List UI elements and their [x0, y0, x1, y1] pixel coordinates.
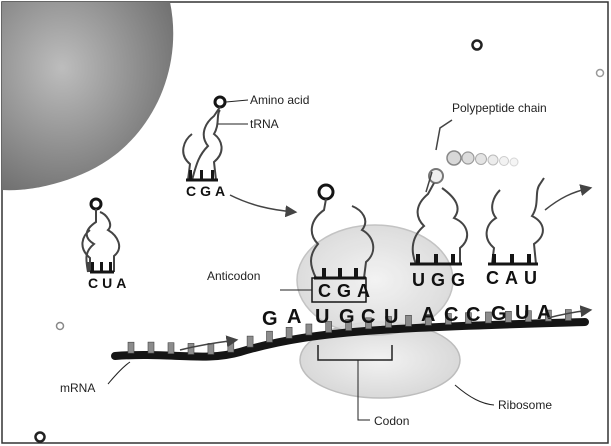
mrna-base: U [515, 302, 529, 324]
trna-tick [91, 262, 94, 272]
mrna-base-tick [188, 343, 194, 354]
trna-anticodon: CUA [88, 275, 130, 291]
mrna-base: A [537, 302, 551, 324]
trna-tick [322, 268, 326, 278]
chain-bead [447, 151, 461, 165]
trna-tick [492, 254, 496, 264]
trna-tick [354, 268, 358, 278]
mrna-base-tick [406, 315, 412, 326]
mrna-base: G [262, 308, 278, 330]
mrna-base: A [287, 306, 301, 328]
trna-tick [451, 254, 455, 264]
mrna-base-tick [148, 342, 154, 353]
trna-tick [338, 268, 342, 278]
mrna-base: U [384, 306, 398, 328]
trna-anticodon: UGG [412, 270, 471, 290]
trna-tick [211, 170, 214, 180]
mrna-base: C [361, 306, 375, 328]
mrna-base-tick [128, 342, 134, 353]
mrna-base-tick [228, 341, 234, 352]
trna-anticodon: CGA [318, 281, 376, 301]
trna-anticodon: CAU [486, 268, 543, 288]
mrna-base: G [339, 306, 355, 328]
mrna-base-tick [168, 343, 174, 354]
label-mrna: mRNA [60, 381, 95, 395]
trna-tick [416, 254, 420, 264]
mrna-base: U [315, 306, 329, 328]
chain-bead [476, 154, 487, 165]
trna-tick [109, 262, 112, 272]
label-ribosome: Ribosome [498, 398, 552, 412]
label-amino-acid: Amino acid [250, 93, 309, 107]
mrna-base-tick [208, 343, 214, 354]
label-trna: tRNA [250, 117, 279, 131]
chain-bead [510, 158, 518, 166]
trna-tick [200, 170, 203, 180]
trna-tick [434, 254, 438, 264]
mrna-base: C [444, 304, 458, 326]
mrna-base-tick [286, 327, 292, 338]
chain-bead [500, 157, 509, 166]
mrna-base-tick [247, 336, 253, 347]
label-codon: Codon [374, 414, 409, 428]
mrna-base-tick [306, 324, 312, 335]
trna-tick [100, 262, 103, 272]
chain-bead [462, 152, 474, 164]
mrna-base: G [491, 303, 507, 325]
mrna-base-tick [267, 331, 273, 342]
mrna-base: A [421, 304, 435, 326]
trna-tick [189, 170, 192, 180]
label-anticodon: Anticodon [207, 269, 260, 283]
mrna-base: C [466, 304, 480, 326]
chain-bead [488, 155, 498, 165]
trna-anticodon: CGA [186, 183, 229, 199]
label-polypeptide-chain: Polypeptide chain [452, 101, 547, 115]
trna-tick [510, 254, 514, 264]
trna-tick [527, 254, 531, 264]
mrna-base-tick [565, 310, 571, 321]
